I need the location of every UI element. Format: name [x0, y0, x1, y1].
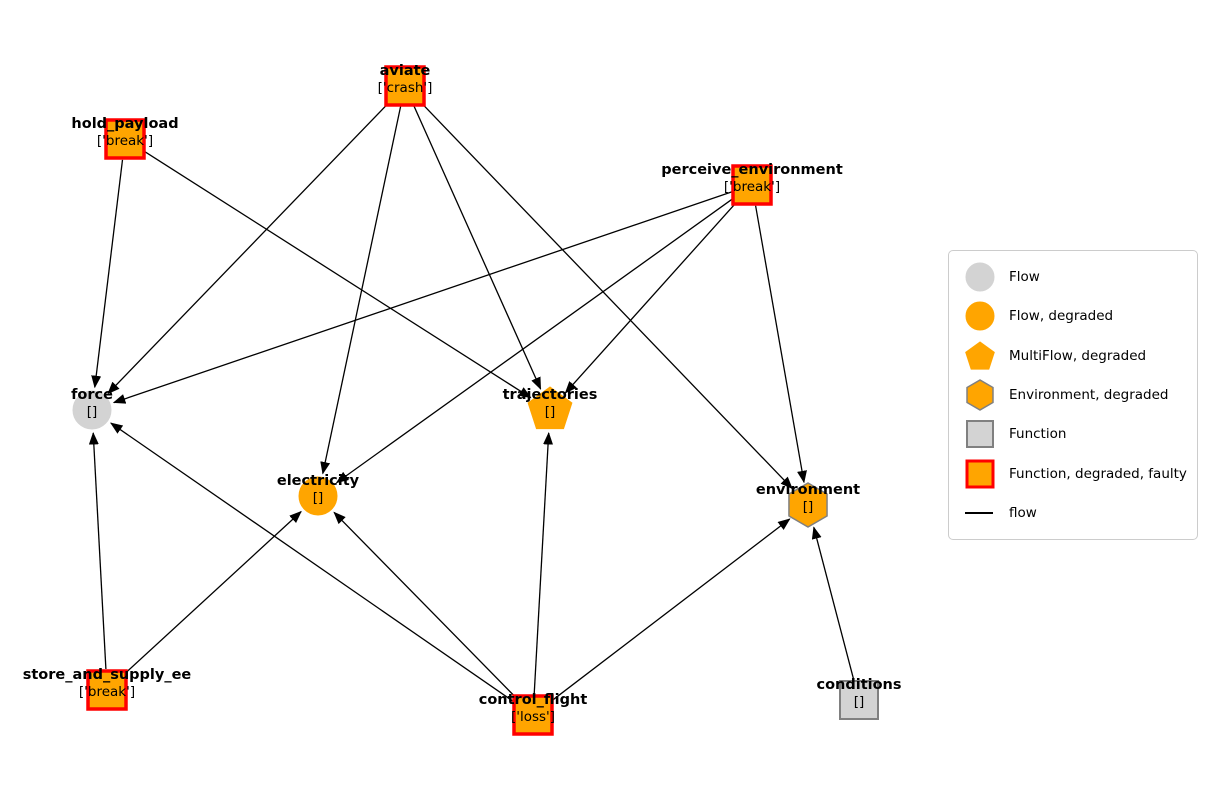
legend-item-flow: flow — [963, 497, 1187, 529]
edge-perceive_environment-environment — [754, 205, 807, 484]
legend-item-label: Flow — [1009, 268, 1040, 285]
node-states: ['break'] — [724, 179, 780, 195]
edge-aviate-trajectories — [413, 104, 542, 390]
node-label: force — [71, 387, 113, 403]
node-label: electricity — [277, 473, 360, 489]
edge-store_and_supply_ee-electricity — [122, 510, 302, 677]
node-label: aviate — [380, 63, 431, 79]
square-node-shape[interactable] — [731, 164, 773, 206]
edge-perceive_environment-force — [112, 191, 733, 404]
edge-perceive_environment-electricity — [335, 196, 736, 484]
node-label: store_and_supply_ee — [23, 667, 192, 683]
edge-aviate-environment — [419, 100, 793, 490]
edge-conditions-environment — [811, 526, 855, 680]
node-states: ['break'] — [79, 684, 135, 700]
node-label: control_flight — [479, 692, 588, 708]
node-states: ['loss'] — [511, 709, 555, 725]
legend-item-environment-degraded: Environment, degraded — [963, 379, 1187, 411]
legend-item-function-degraded-faulty: Function, degraded, faulty — [963, 458, 1187, 490]
node-states: ['break'] — [97, 133, 153, 149]
edge-control_flight-environment — [549, 518, 791, 703]
legend-item-label: MultiFlow, degraded — [1009, 347, 1147, 364]
node-aviate[interactable]: aviate['crash'] — [378, 63, 433, 107]
legend-item-label: Function, degraded, faulty — [1009, 465, 1187, 482]
legend-item-label: Flow, degraded — [1009, 308, 1114, 325]
circle-node-shape[interactable] — [298, 476, 338, 516]
node-force[interactable]: force[] — [71, 387, 113, 430]
edge-hold_payload-trajectories — [142, 149, 532, 399]
line-marker-icon — [965, 512, 993, 515]
legend-item-function: Function — [963, 418, 1187, 450]
node-store_and_supply_ee[interactable]: store_and_supply_ee['break'] — [23, 667, 192, 711]
node-conditions[interactable]: conditions[] — [816, 677, 902, 720]
square-node-shape[interactable] — [384, 65, 426, 107]
node-label: conditions — [816, 677, 901, 693]
node-label: perceive_environment — [661, 162, 843, 178]
node-hold_payload[interactable]: hold_payload['break'] — [71, 116, 179, 160]
square-marker-icon — [965, 459, 995, 489]
legend-item-label: Environment, degraded — [1009, 386, 1169, 403]
pentagon-marker-icon — [965, 340, 995, 370]
node-electricity[interactable]: electricity[] — [277, 473, 360, 516]
square-node-shape[interactable] — [104, 118, 146, 160]
circle-marker-icon — [965, 301, 995, 331]
legend-item-label: flow — [1009, 505, 1037, 522]
legend-item-flow-degraded: Flow, degraded — [963, 300, 1187, 332]
hexagon-node-shape[interactable] — [788, 482, 828, 528]
node-label: trajectories — [503, 387, 598, 403]
circle-node-shape[interactable] — [72, 390, 112, 430]
edge-perceive_environment-trajectories — [564, 200, 739, 394]
edge-control_flight-force — [110, 422, 517, 704]
node-states: [] — [87, 404, 98, 420]
node-states: ['crash'] — [378, 80, 433, 96]
node-environment[interactable]: environment[] — [756, 482, 860, 528]
node-states: [] — [545, 404, 556, 420]
node-trajectories[interactable]: trajectories[] — [503, 386, 598, 430]
legend-item-label: Function — [1009, 426, 1067, 443]
node-states: [] — [854, 694, 865, 710]
node-label: hold_payload — [71, 116, 178, 132]
edge-store_and_supply_ee-force — [88, 432, 107, 670]
legend-item-multiflow-degraded: MultiFlow, degraded — [963, 340, 1187, 372]
edge-control_flight-electricity — [333, 511, 519, 701]
edge-aviate-force — [107, 100, 391, 395]
legend-item-flow: Flow — [963, 261, 1187, 293]
square-node-shape[interactable] — [839, 680, 879, 720]
circle-marker-icon — [965, 262, 995, 292]
node-control_flight[interactable]: control_flight['loss'] — [479, 692, 588, 736]
hexagon-marker-icon — [966, 379, 994, 411]
pentagon-node-shape[interactable] — [527, 386, 573, 430]
node-label: environment — [756, 482, 860, 498]
edge-hold_payload-force — [91, 159, 124, 389]
edge-control_flight-trajectories — [533, 432, 554, 695]
node-perceive_environment[interactable]: perceive_environment['break'] — [661, 162, 843, 206]
square-marker-icon — [966, 420, 994, 449]
square-node-shape[interactable] — [512, 694, 554, 736]
square-node-shape[interactable] — [86, 669, 128, 711]
node-states: [] — [803, 499, 814, 515]
node-states: [] — [313, 490, 324, 506]
